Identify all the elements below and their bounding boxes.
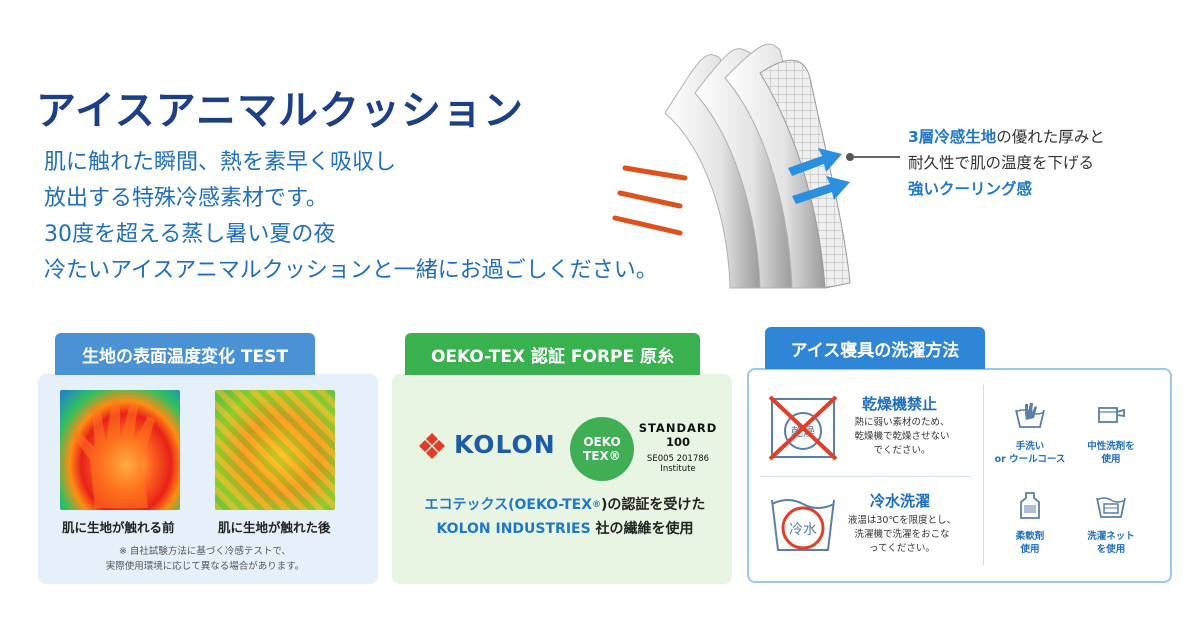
description-line-2: 放出する特殊冷感素材です。	[44, 186, 328, 211]
hand-silhouette-icon	[72, 400, 155, 508]
description: 肌に触れた瞬間、熱を素早く吸収し 放出する特殊冷感素材です。 30度を超える蒸し…	[44, 145, 658, 289]
no-tumble-dry-body-3: でください。	[873, 445, 931, 456]
no-tumble-dry-body-1: 熱に弱い素材のため、	[854, 417, 950, 428]
oeko-tex-tab: OEKO-TEX 認証 FORPE 原糸	[405, 333, 700, 375]
description-line-1: 肌に触れた瞬間、熱を素早く吸収し	[44, 150, 397, 175]
oeko-tex-panel	[392, 374, 732, 584]
washing-instructions-panel	[747, 368, 1172, 583]
after-contact-label: 肌に生地が触れた後	[218, 520, 331, 535]
washing-instructions-tab: アイス寝具の洗濯方法	[765, 327, 985, 369]
oeko-text-2a: KOLON INDUSTRIES	[436, 521, 591, 537]
institute-label: Institute	[660, 464, 696, 474]
kolon-mark-icon	[419, 432, 445, 459]
oeko-tex-badge: OEKO TEX®	[570, 417, 634, 481]
oeko-badge-line-2: TEX®	[583, 449, 621, 463]
softener-bottle-icon	[1020, 492, 1040, 519]
wash-divider-vertical	[983, 385, 984, 565]
callout-text-2: 耐久性で肌の温度を下げる	[908, 154, 1095, 172]
cold-water-wash-icon: 冷水	[771, 499, 835, 551]
callout-line	[854, 156, 900, 158]
cooling-fabric-layers-illustration	[612, 43, 851, 289]
oeko-badge-line-1: OEKO	[583, 435, 621, 449]
callout-highlight-2: 強いクーリング感	[908, 180, 1033, 198]
laundry-net-item: 洗濯ネット を使用	[1071, 490, 1151, 556]
cold-water-wash-body: 液温は30℃を限度とし、 洗濯機で洗濯をおこな ってください。	[842, 514, 962, 556]
standard-label: STANDARD	[638, 421, 718, 435]
oeko-text-1-mark: ®	[592, 500, 602, 510]
neutral-detergent-item: 中性洗剤を 使用	[1071, 400, 1151, 466]
standard-number: 100	[665, 435, 690, 449]
kolon-logo-text: KOLON	[454, 430, 556, 459]
temperature-test-tab: 生地の表面温度変化 TEST	[55, 333, 315, 375]
description-line-3: 30度を超える蒸し暑い夏の夜	[44, 222, 336, 247]
neutral-detergent-label-2: 使用	[1101, 454, 1121, 465]
hand-wash-item: 手洗い or ウールコース	[990, 400, 1070, 466]
no-tumble-dry-icon: 乾燥	[768, 395, 838, 461]
oeko-certification-text: エコテックス(OEKO-TEX®)の認証を受けた KOLON INDUSTRIE…	[405, 493, 725, 541]
cooling-callout: 3層冷感生地の優れた厚みと 耐久性で肌の温度を下げる 強いクーリング感	[908, 124, 1105, 202]
detergent-icon	[1098, 407, 1125, 423]
softener-label-1: 柔軟剤	[1015, 531, 1045, 542]
oeko-standard-block: STANDARD 100 SE005 201786 Institute	[638, 421, 718, 474]
callout-dot	[846, 153, 854, 161]
softener-item: 柔軟剤 使用	[990, 490, 1070, 556]
thermal-image-hand	[60, 390, 180, 510]
oeko-text-1a: エコテックス(OEKO-TEX	[424, 497, 593, 513]
before-contact-label: 肌に生地が触れる前	[62, 520, 175, 535]
test-note-line-2: 実際使用環境に応じて異なる場合があります。	[105, 561, 305, 572]
laundry-net-label-2: を使用	[1096, 544, 1126, 555]
callout-text-1: の優れた厚みと	[996, 128, 1105, 146]
cold-water-wash-heading: 冷水洗濯	[870, 492, 931, 510]
cold-water-body-2: 洗濯機で洗濯をおこな	[854, 529, 950, 540]
thermal-image-fabric	[215, 390, 335, 510]
laundry-net-icon	[1096, 497, 1126, 518]
hand-wash-label-2: or ウールコース	[994, 454, 1066, 465]
laundry-net-label-1: 洗濯ネット	[1087, 531, 1135, 542]
oeko-text-2b: 社の繊維を使用	[590, 521, 694, 537]
softener-label-2: 使用	[1020, 544, 1040, 555]
test-note-line-1: ※ 自社試験方法に基づく冷感テストで、	[118, 546, 292, 557]
oeko-text-1b: )の認証を受けた	[601, 497, 706, 513]
cold-water-icon-text: 冷水	[789, 522, 817, 538]
hand-wash-label-1: 手洗い	[1015, 441, 1045, 452]
cold-water-body-1: 液温は30℃を限度とし、	[847, 515, 957, 526]
wash-divider-horizontal	[760, 476, 970, 477]
no-tumble-dry-body: 熱に弱い素材のため、 乾燥機で乾燥させない でください。	[842, 416, 962, 458]
description-line-4: 冷たいアイスアニマルクッションと一緒にお過ごしください。	[44, 258, 658, 283]
neutral-detergent-label-1: 中性洗剤を	[1087, 441, 1135, 452]
no-tumble-dry-body-2: 乾燥機で乾燥させない	[854, 431, 950, 442]
cold-water-body-3: ってください。	[869, 543, 935, 554]
page-title: アイスアニマルクッション	[36, 88, 524, 134]
certificate-code: SE005 201786	[646, 454, 710, 464]
callout-highlight-1: 3層冷感生地	[908, 128, 997, 146]
kolon-logo: KOLON	[418, 430, 556, 459]
hand-wash-icon	[1015, 403, 1045, 428]
no-tumble-dry-heading: 乾燥機禁止	[862, 395, 938, 413]
